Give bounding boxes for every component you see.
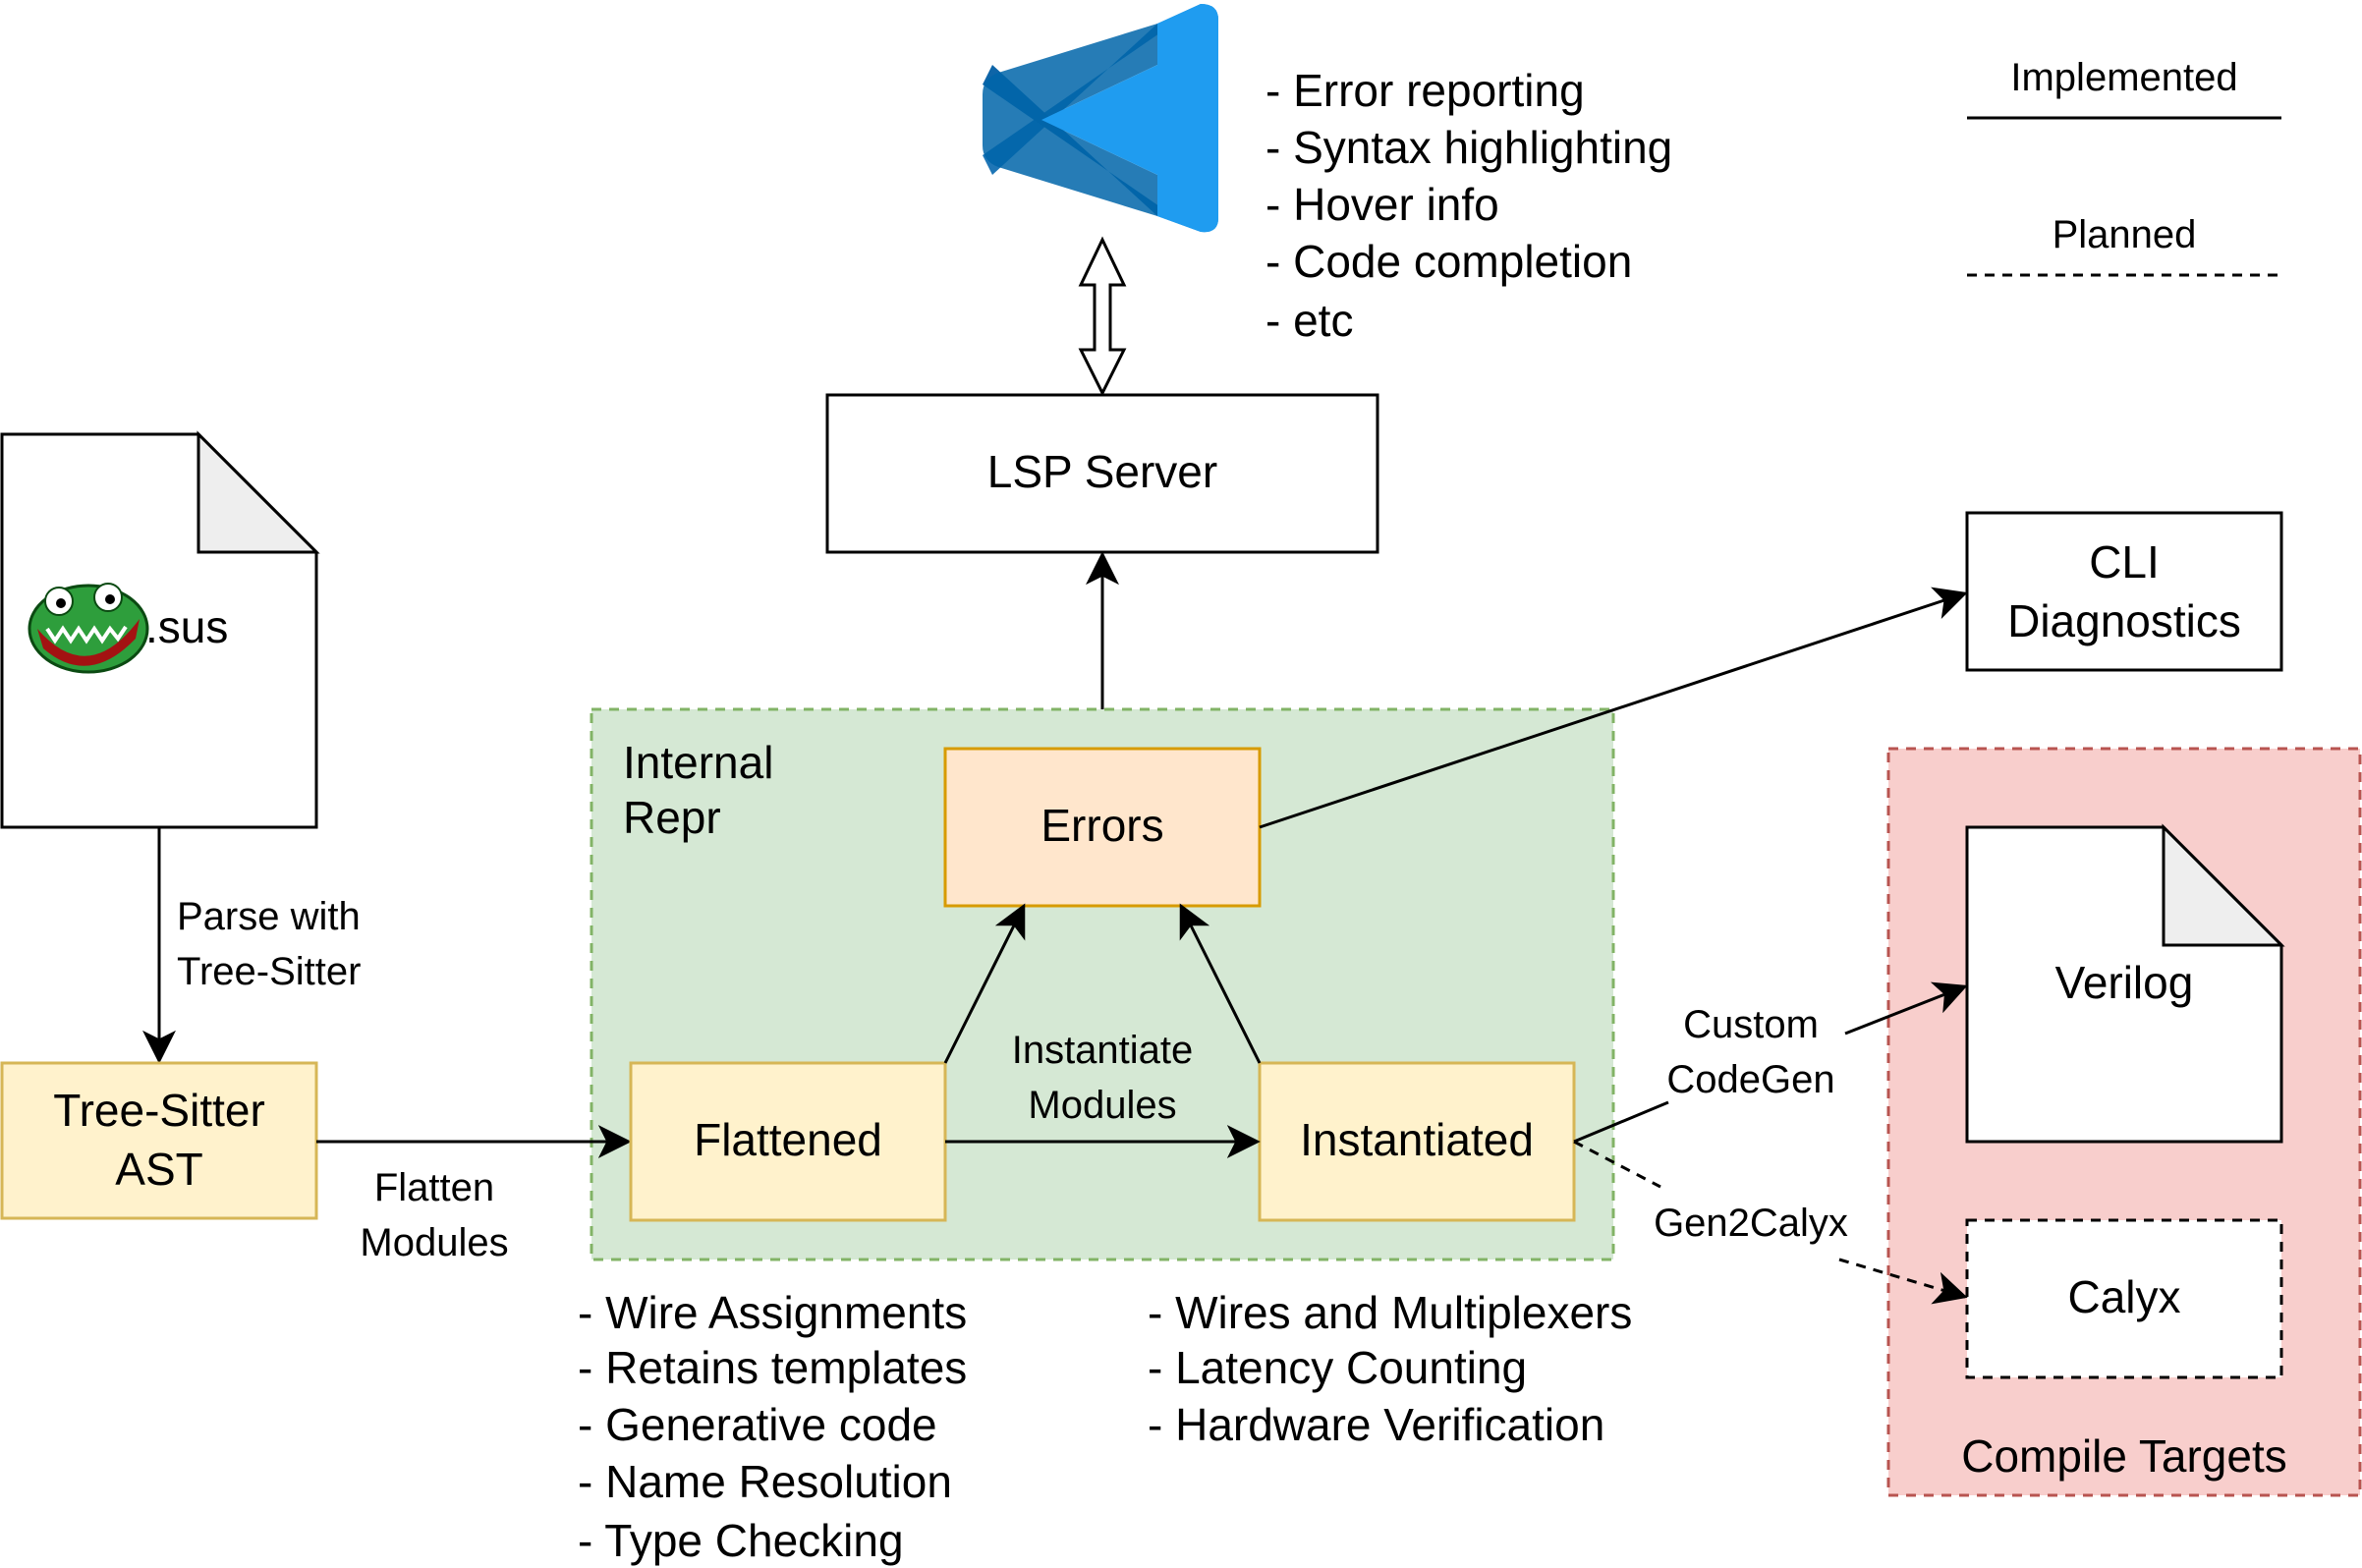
lsp-server-label: LSP Server <box>987 446 1217 497</box>
calyx-label: Calyx <box>2067 1271 2180 1322</box>
flattened-to-errors-arrow <box>943 903 1026 1064</box>
calyx-box <box>1965 1218 2283 1379</box>
custom-codegen-label-line2: CodeGen <box>1666 1058 1834 1101</box>
legend-implemented-label: Implemented <box>2010 56 2237 99</box>
instantiated-label: Instantiated <box>1300 1114 1534 1165</box>
parse-label-line1: Parse with <box>177 895 361 938</box>
source-file-label: .sus <box>145 601 228 652</box>
cli-diagnostics-line2: Diagnostics <box>2007 595 2241 646</box>
custom-codegen-label-line1: Custom <box>1683 1003 1819 1046</box>
flattened-box <box>629 1061 947 1222</box>
vscode-feature-3: - Code completion <box>1265 236 1632 287</box>
verilog-file-fold <box>2162 823 2285 947</box>
instantiate-label-line2: Modules <box>1028 1084 1176 1127</box>
parse-label-line2: Tree-Sitter <box>177 950 361 993</box>
tree-sitter-ast-box <box>0 1061 318 1220</box>
cli-diagnostics-box <box>1965 511 2283 672</box>
instantiated-note-2: - Hardware Verification <box>1148 1399 1604 1450</box>
flattened-note-3: - Name Resolution <box>578 1456 952 1507</box>
flattened-note-2: - Generative code <box>578 1399 937 1450</box>
custom-codegen-arrow-part1 <box>1573 1100 1669 1144</box>
verilog-label: Verilog <box>2055 957 2194 1008</box>
errors-label: Errors <box>1040 800 1163 851</box>
tree-sitter-ast-line2: AST <box>115 1144 202 1195</box>
internal-repr-label-line2: Repr <box>623 792 721 843</box>
vscode-feature-0: - Error reporting <box>1265 65 1585 116</box>
errors-box <box>943 747 1262 908</box>
vscode-feature-2: - Hover info <box>1265 179 1499 230</box>
flattened-note-1: - Retains templates <box>578 1342 967 1393</box>
vscode-feature-4: - etc <box>1265 295 1353 346</box>
vscode-feature-1: - Syntax highlighting <box>1265 122 1672 173</box>
instantiate-label-line1: Instantiate <box>1012 1029 1194 1072</box>
flatten-label-line1: Flatten <box>374 1166 494 1209</box>
instantiated-note-0: - Wires and Multiplexers <box>1148 1287 1632 1338</box>
custom-codegen-arrow-part2 <box>1844 981 1968 1036</box>
legend-planned-label: Planned <box>2053 213 2197 256</box>
cli-diagnostics-line1: CLI <box>2089 536 2160 588</box>
gen2calyx-arrow-part2 <box>1838 1258 1968 1305</box>
compile-targets-label: Compile Targets <box>1961 1430 2287 1482</box>
tree-sitter-ast-line1: Tree-Sitter <box>53 1085 265 1136</box>
source-file-fold <box>197 430 320 554</box>
vscode-logo-icon <box>983 4 1218 233</box>
flattened-note-0: - Wire Assignments <box>578 1287 967 1338</box>
crocodile-mascot-icon <box>28 583 149 674</box>
double-arrow <box>1078 236 1127 397</box>
flattened-label: Flattened <box>694 1114 882 1165</box>
internal-repr-label-line1: Internal <box>623 737 773 788</box>
errors-to-cli-arrow <box>1259 587 1968 829</box>
gen2calyx-label: Gen2Calyx <box>1654 1202 1848 1245</box>
flatten-label-line2: Modules <box>360 1221 508 1264</box>
instantiated-to-errors-arrow <box>1179 903 1262 1064</box>
instantiated-note-1: - Latency Counting <box>1148 1342 1527 1393</box>
flattened-note-4: - Type Checking <box>578 1515 904 1566</box>
